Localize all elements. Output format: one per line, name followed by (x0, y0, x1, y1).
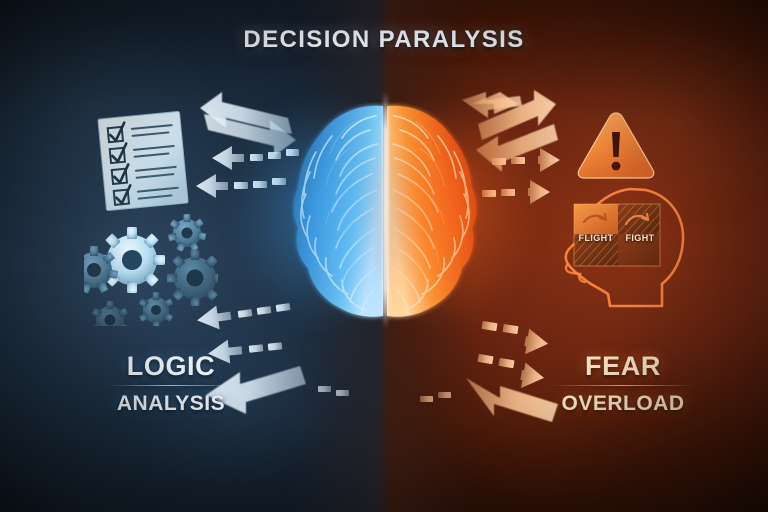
vignette-overlay (0, 0, 768, 512)
infographic-canvas: DECISION PARALYSIS (0, 0, 768, 512)
